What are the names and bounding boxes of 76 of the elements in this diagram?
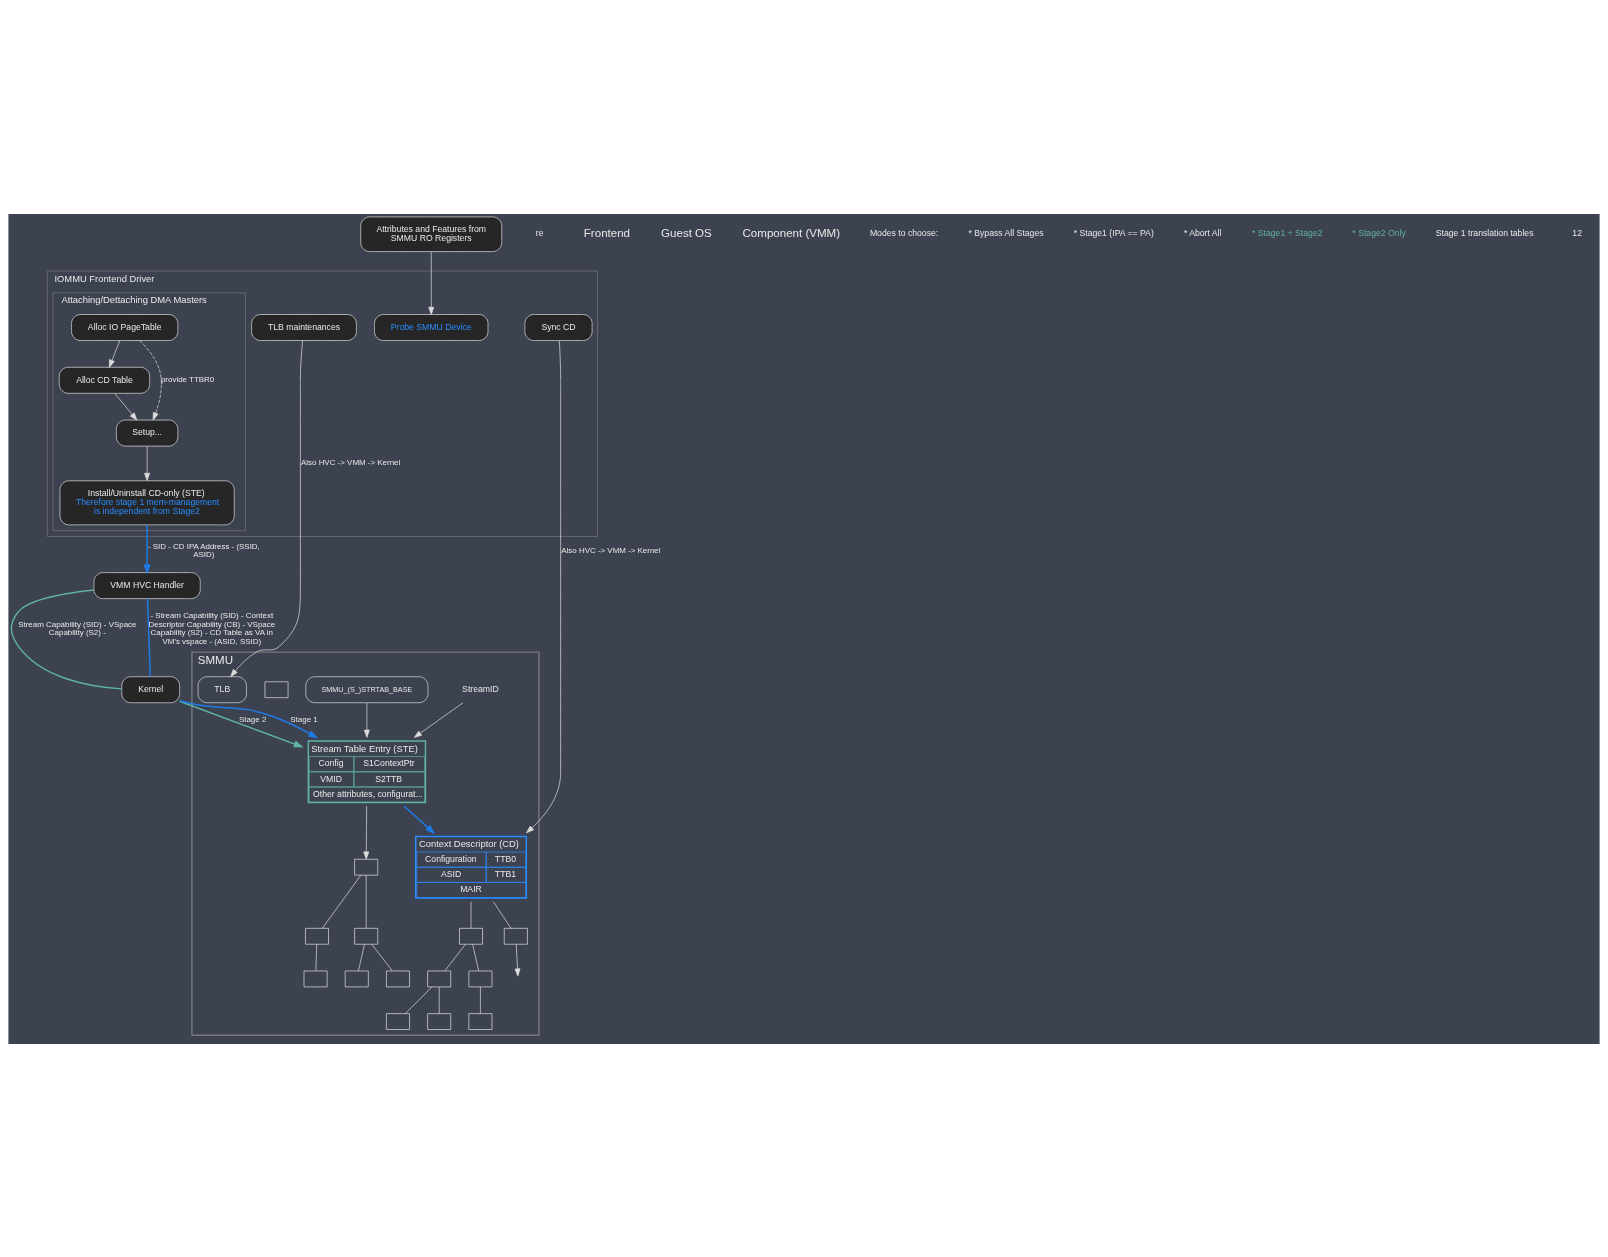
connector	[404, 986, 433, 1014]
connector	[146, 597, 151, 677]
edge-label: Stage 1	[290, 714, 318, 724]
label: Stage 1 translation tables	[1435, 227, 1534, 238]
connector	[438, 986, 440, 1014]
arrow	[230, 339, 303, 677]
connector	[480, 986, 481, 1014]
label: Guest OS	[661, 226, 712, 239]
arrow	[363, 805, 370, 859]
node-box	[264, 680, 289, 698]
edge-label: - Stream Capability (SID) - Context Descriptor Capability (CB) - VSpace Capability (S2) - CD Table as VA in VM's vspace - (ASID, SSID)	[148, 610, 276, 646]
node-box: TLB	[197, 675, 247, 703]
node-text: StreamID	[462, 683, 499, 694]
connector	[472, 943, 480, 971]
node-box	[303, 970, 328, 987]
node-box	[386, 1012, 410, 1030]
node-box: Kernel	[121, 675, 180, 703]
arrow	[179, 699, 319, 738]
node-box	[344, 970, 369, 987]
label: * Abort All	[1183, 227, 1222, 238]
connector	[365, 874, 367, 928]
node-box: TLB maintenances	[251, 313, 357, 341]
edge-label: Stream Capability (SID) - VSpace Capability (S2) -	[18, 619, 137, 637]
label: * Stage2 Only	[1352, 227, 1406, 238]
connector	[315, 943, 318, 971]
node-box	[427, 970, 452, 987]
arrow	[428, 250, 435, 315]
node-box	[386, 970, 410, 987]
label: * Bypass All Stages	[968, 227, 1044, 238]
arrow	[364, 702, 370, 738]
label: * Stage1 (IPA == PA)	[1073, 227, 1154, 238]
arrow	[403, 804, 436, 834]
arrow	[144, 445, 150, 481]
node-box: Alloc CD Table	[58, 366, 150, 394]
arrow	[413, 702, 464, 738]
node-box	[354, 858, 379, 876]
connector	[444, 943, 466, 971]
arrow	[114, 392, 138, 420]
node-box: SMMU_(S_)STRTAB_BASE	[305, 675, 429, 703]
arrow	[139, 339, 162, 420]
connector	[358, 943, 365, 971]
arrow	[514, 943, 521, 976]
edge-label: Stage 2	[238, 714, 267, 724]
node-box	[427, 1012, 452, 1030]
label: re	[535, 227, 544, 238]
node-box: Attributes and Features from SMMU RO Registers	[360, 216, 503, 252]
arrow	[526, 339, 561, 833]
arrow	[108, 339, 121, 368]
node-box: Setup...	[116, 419, 179, 446]
node-box	[503, 927, 528, 945]
arrow	[143, 523, 151, 575]
node-box	[459, 927, 483, 945]
connector	[470, 900, 472, 929]
edge-label: Also HVC -> VMM -> Kernel	[301, 457, 401, 467]
node-box: VMM HVC Handler	[93, 571, 201, 599]
connector	[10, 588, 123, 690]
edge-label: - SID - CD IPA Address - (SSID, ASID)	[147, 541, 260, 559]
edge-label: Also HVC -> VMM -> Kernel	[561, 545, 661, 555]
label: * Stage1 + Stage2	[1252, 227, 1323, 238]
node-box: Probe SMMU Device	[374, 313, 489, 341]
node-box	[468, 970, 493, 987]
edge-label: provide TTBR0	[160, 374, 215, 384]
label: 12	[1572, 227, 1583, 238]
label: Component (VMM)	[742, 226, 841, 239]
node-box: Alloc IO PageTable	[71, 313, 179, 341]
label: Frontend	[583, 226, 631, 239]
label: Modes to choose:	[869, 227, 939, 238]
node-box	[468, 1012, 493, 1030]
connector	[493, 900, 512, 929]
node-box: Sync CD	[524, 313, 593, 341]
node-box	[354, 927, 379, 945]
connector	[322, 874, 362, 928]
node-box: Install/Uninstall CD-only (STE) Therefore stage 1 mem-management is independent from Stage2	[59, 479, 235, 525]
node-box	[305, 927, 329, 945]
connector	[371, 943, 393, 971]
arrow	[178, 700, 304, 748]
